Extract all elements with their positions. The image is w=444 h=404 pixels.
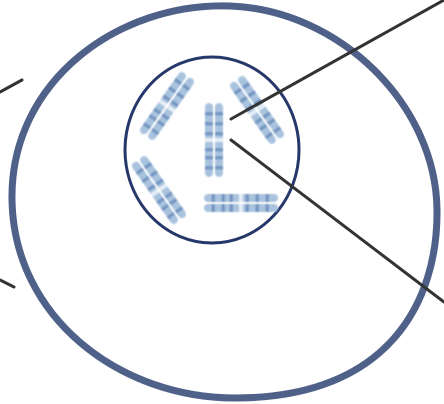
label-line-centromere	[231, 140, 444, 302]
chromosome-horizontal	[204, 194, 278, 212]
label-line-left-upper	[0, 80, 22, 92]
chromosome-upper-left	[138, 71, 195, 142]
label-line-chromosome	[231, 0, 444, 119]
label-line-left-lower	[0, 280, 14, 287]
chromosome-upper-right	[228, 75, 285, 146]
chromosome-center	[205, 103, 223, 177]
chromosome-lower-left	[130, 155, 187, 226]
